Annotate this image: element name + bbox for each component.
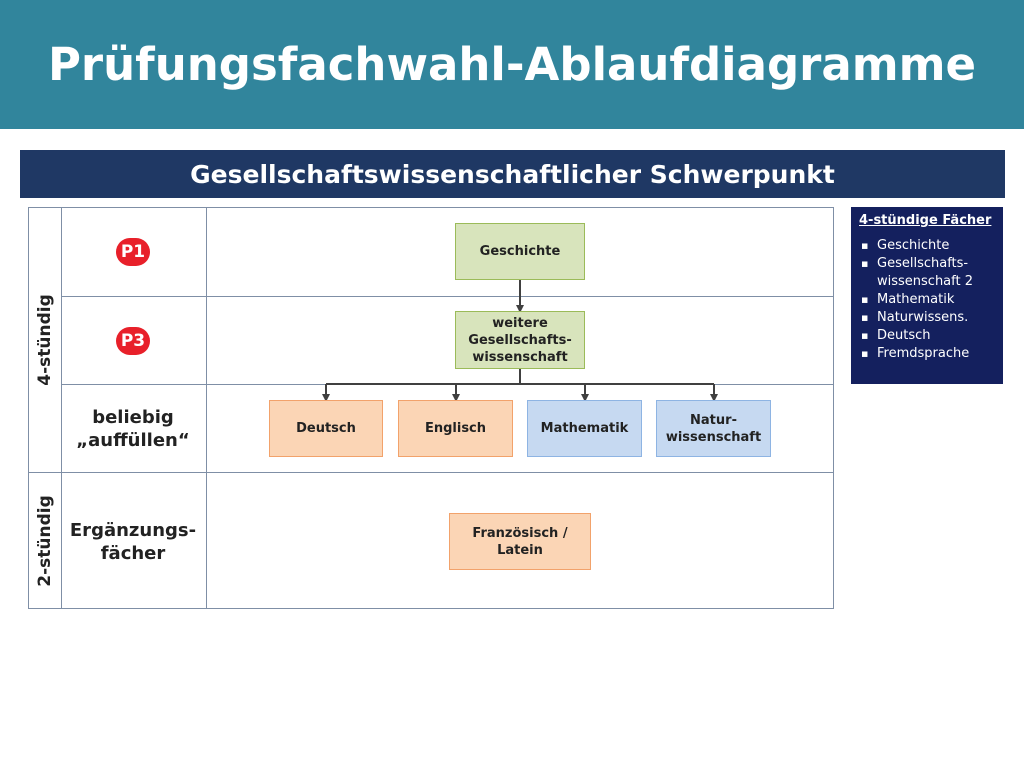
sidebar-item-gesellschaftswissenschaft-line-2: wissenschaft 2 — [877, 274, 974, 289]
sidebar-item-fremdsprache: Fremdsprache — [859, 345, 995, 363]
sidebar-item-gesellschaftswissenschaft-line-1: Gesellschafts- — [877, 256, 969, 271]
box-natur-line-1: Natur- — [690, 412, 737, 428]
box-franz-line-1: Französisch / — [472, 525, 568, 541]
p3-badge: P3 — [116, 327, 150, 355]
box-naturwissenschaft: Natur- wissenschaft — [656, 400, 771, 457]
grid-row-line-3 — [29, 472, 833, 473]
box-englisch: Englisch — [398, 400, 513, 457]
sidebar-item-mathematik: Mathematik — [859, 291, 995, 309]
supplementary-label-line-2: fächer — [100, 543, 166, 564]
box-weitere-line-1: weitere — [492, 315, 548, 331]
sidebar-item-deutsch: Deutsch — [859, 327, 995, 345]
sidebar-item-naturwissens: Naturwissens. — [859, 309, 995, 327]
grid-divider-1 — [61, 208, 62, 608]
box-natur-line-2: wissenschaft — [665, 429, 762, 445]
box-franzoesisch-latein: Französisch / Latein — [449, 513, 591, 570]
fill-label-line-1: beliebig — [92, 407, 174, 428]
title-bar: Prüfungsfachwahl-Ablaufdiagramme — [0, 0, 1024, 129]
fill-label-line-2: „auffüllen“ — [76, 430, 190, 451]
grid-divider-2 — [206, 208, 207, 608]
sidebar-subject-list: 4-stündige Fächer Geschichte Gesellschaf… — [851, 207, 1003, 384]
sidebar-item-geschichte: Geschichte — [859, 237, 995, 255]
box-deutsch: Deutsch — [269, 400, 383, 457]
page-title: Prüfungsfachwahl-Ablaufdiagramme — [47, 38, 977, 91]
fill-label: beliebig „auffüllen“ — [62, 406, 204, 452]
box-geschichte: Geschichte — [455, 223, 585, 280]
box-weitere-line-3: wissenschaft — [472, 349, 568, 365]
subtitle-bar: Gesellschaftswissenschaftlicher Schwerpu… — [20, 150, 1005, 198]
sidebar-item-gesellschaftswissenschaft: Gesellschafts-wissenschaft 2 — [859, 255, 995, 291]
box-weitere-line-2: Gesellschafts- — [468, 332, 572, 348]
sidebar-heading: 4-stündige Fächer — [859, 213, 992, 228]
box-weitere-gesellschaftswissenschaft: weitere Gesellschafts- wissenschaft — [455, 311, 585, 369]
p1-badge: P1 — [116, 238, 150, 266]
supplementary-label: Ergänzungs- fächer — [62, 519, 204, 565]
box-mathematik: Mathematik — [527, 400, 642, 457]
supplementary-label-line-1: Ergänzungs- — [69, 520, 197, 541]
sidebar-list: Geschichte Gesellschafts-wissenschaft 2 … — [859, 237, 995, 363]
box-franz-line-2: Latein — [497, 542, 543, 558]
diagram-subtitle: Gesellschaftswissenschaftlicher Schwerpu… — [190, 159, 835, 189]
grid-row-line-1 — [61, 296, 833, 297]
